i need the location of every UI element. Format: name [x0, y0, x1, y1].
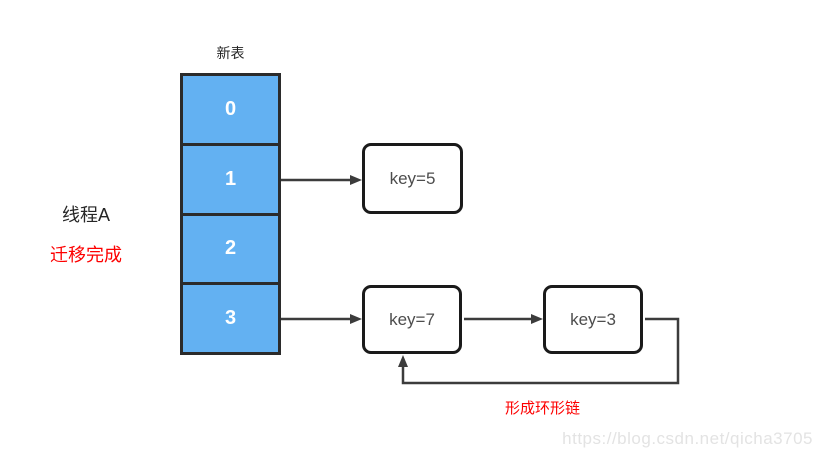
- arrow-key7-to-key3: [464, 314, 543, 324]
- migration-status-label: 迁移完成: [50, 245, 122, 265]
- arrow-bucket3-to-key7: [281, 314, 362, 324]
- bucket-2: 2: [180, 212, 281, 286]
- new-table-bucket-array: 0 1 2 3: [180, 73, 281, 355]
- new-table-title: 新表: [216, 45, 245, 61]
- watermark-text: https://blog.csdn.net/qicha3705: [562, 429, 813, 448]
- bucket-0: 0: [180, 73, 281, 146]
- circular-chain-note: 形成环形链: [504, 400, 580, 417]
- arrow-bucket1-to-key5: [281, 175, 362, 185]
- node-key7: key=7: [362, 285, 462, 354]
- thread-label: 线程A: [61, 205, 110, 225]
- bucket-1: 1: [180, 142, 281, 216]
- bucket-3: 3: [180, 282, 281, 355]
- node-key5: key=5: [362, 143, 463, 214]
- node-key3: key=3: [543, 285, 643, 354]
